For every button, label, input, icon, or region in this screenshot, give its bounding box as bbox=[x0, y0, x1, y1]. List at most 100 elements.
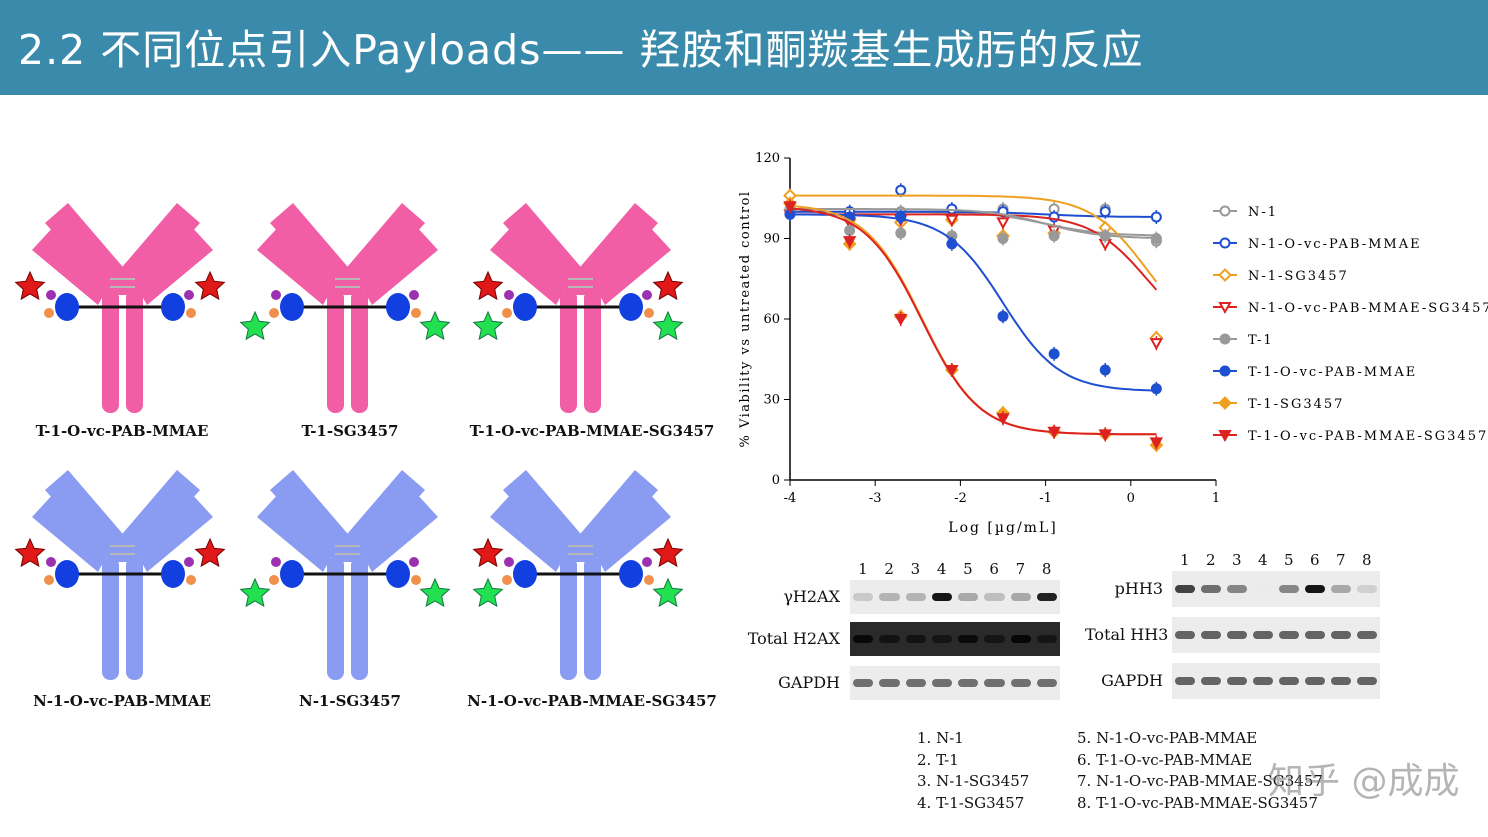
legend-item: T-1 bbox=[1213, 333, 1274, 348]
linker-dot bbox=[186, 308, 196, 318]
linker-dot bbox=[411, 575, 421, 585]
legend-label: T-1-O-vc-PAB-MMAE bbox=[1248, 365, 1417, 380]
conjugation-site-right bbox=[386, 293, 410, 321]
blot-band bbox=[905, 679, 926, 687]
blot-band bbox=[1175, 585, 1195, 593]
data-point bbox=[895, 211, 907, 223]
blot-band bbox=[1036, 635, 1057, 643]
data-point bbox=[895, 184, 907, 196]
x-tick-label: 1 bbox=[1212, 491, 1220, 506]
x-axis-label: Log [µg/mL] bbox=[948, 520, 1057, 536]
blot-strip bbox=[1172, 571, 1380, 607]
blot-band bbox=[853, 593, 874, 601]
blot-band bbox=[1201, 677, 1221, 685]
lane-number: 2 bbox=[1206, 551, 1216, 569]
linker-dot bbox=[46, 557, 56, 567]
blot-band bbox=[1357, 585, 1377, 593]
blot-strip bbox=[850, 622, 1060, 656]
antibody-label: N-1-O-vc-PAB-MMAE-SG3457 bbox=[467, 692, 717, 710]
lane-number: 2 bbox=[884, 560, 894, 578]
fc-chain-right bbox=[584, 557, 601, 680]
heavy-chain-arm-right bbox=[117, 203, 200, 295]
conjugation-site-right bbox=[619, 560, 643, 588]
blot-row-label: GAPDH bbox=[1101, 671, 1163, 690]
lane-key-item: 3. N-1-SG3457 bbox=[917, 772, 1030, 790]
heavy-chain-arm-left bbox=[503, 203, 586, 295]
blot-band bbox=[1253, 585, 1273, 593]
light-chain-left bbox=[32, 225, 108, 305]
x-tick-label: -2 bbox=[954, 491, 967, 506]
data-point bbox=[895, 227, 907, 239]
blot-band bbox=[1357, 677, 1377, 685]
lane-number: 5 bbox=[963, 560, 973, 578]
data-point bbox=[1219, 365, 1231, 377]
conjugation-site-right bbox=[161, 560, 185, 588]
blot-band bbox=[905, 593, 926, 601]
linker-dot bbox=[271, 557, 281, 567]
blot-band bbox=[1331, 677, 1351, 685]
blot-row-label: Total H2AX bbox=[747, 629, 840, 648]
sg3457-star-icon bbox=[472, 310, 504, 341]
conjugation-site-right bbox=[386, 560, 410, 588]
blot-band bbox=[958, 635, 979, 643]
lane-number: 5 bbox=[1284, 551, 1294, 569]
heavy-chain-arm-right bbox=[342, 470, 425, 562]
blot-band bbox=[931, 593, 952, 601]
blot-row-label: GAPDH bbox=[778, 673, 840, 692]
linker-dot bbox=[502, 308, 512, 318]
blot-band bbox=[931, 679, 952, 687]
light-chain-right bbox=[595, 225, 671, 305]
mmae-star-icon bbox=[652, 270, 684, 301]
x-tick-label: -3 bbox=[869, 491, 882, 506]
light-chain-left bbox=[490, 492, 566, 572]
sg3457-star-icon bbox=[239, 310, 271, 341]
y-tick-label: 60 bbox=[763, 312, 780, 327]
linker-dot bbox=[184, 290, 194, 300]
blot-band bbox=[879, 593, 900, 601]
fc-chain-left bbox=[327, 290, 344, 413]
lane-key-item: 4. T-1-SG3457 bbox=[917, 793, 1025, 812]
heavy-chain-arm-left bbox=[45, 470, 128, 562]
lane-key-item: 2. T-1 bbox=[917, 750, 959, 769]
linker-dot bbox=[502, 575, 512, 585]
blot-band bbox=[1227, 585, 1247, 593]
legend-label: T-1-SG3457 bbox=[1248, 397, 1344, 412]
heavy-chain-arm-right bbox=[117, 470, 200, 562]
legend-label: T-1 bbox=[1248, 333, 1274, 348]
y-axis-label: % Viability vs untreated control bbox=[738, 190, 753, 447]
legend-label: N-1 bbox=[1248, 205, 1278, 220]
y-tick-label: 120 bbox=[755, 151, 780, 166]
blot-strip bbox=[850, 580, 1060, 614]
conjugation-site-left bbox=[280, 560, 304, 588]
fc-chain-right bbox=[126, 290, 143, 413]
antibody-label: N-1-O-vc-PAB-MMAE bbox=[33, 692, 211, 710]
data-point bbox=[783, 201, 797, 214]
sg3457-star-icon bbox=[652, 577, 684, 608]
data-point bbox=[1219, 237, 1231, 249]
blot-band bbox=[1305, 677, 1325, 685]
lane-number: 4 bbox=[936, 560, 947, 578]
lane-number: 4 bbox=[1258, 551, 1268, 569]
linker-dot bbox=[409, 290, 419, 300]
light-chain-left bbox=[257, 492, 333, 572]
data-point bbox=[996, 217, 1010, 230]
antibody-5 bbox=[239, 470, 451, 680]
blot-band bbox=[1357, 631, 1377, 639]
data-point bbox=[1047, 426, 1061, 439]
blot-band bbox=[1010, 679, 1031, 687]
light-chain-right bbox=[137, 492, 213, 572]
legend-label: N-1-O-vc-PAB-MMAE bbox=[1248, 237, 1422, 252]
linker-dot bbox=[409, 557, 419, 567]
antibody-4 bbox=[14, 470, 226, 680]
conjugation-site-left bbox=[280, 293, 304, 321]
heavy-chain-arm-left bbox=[503, 470, 586, 562]
blot-band bbox=[1010, 635, 1031, 643]
legend-item: T-1-O-vc-PAB-MMAE-SG3457 bbox=[1213, 429, 1486, 444]
blot-band bbox=[1201, 585, 1221, 593]
fc-chain-right bbox=[584, 290, 601, 413]
linker-dot bbox=[46, 290, 56, 300]
series-8 bbox=[783, 199, 1164, 450]
sg3457-star-icon bbox=[419, 577, 451, 608]
linker-dot bbox=[271, 290, 281, 300]
data-point bbox=[1219, 205, 1231, 217]
